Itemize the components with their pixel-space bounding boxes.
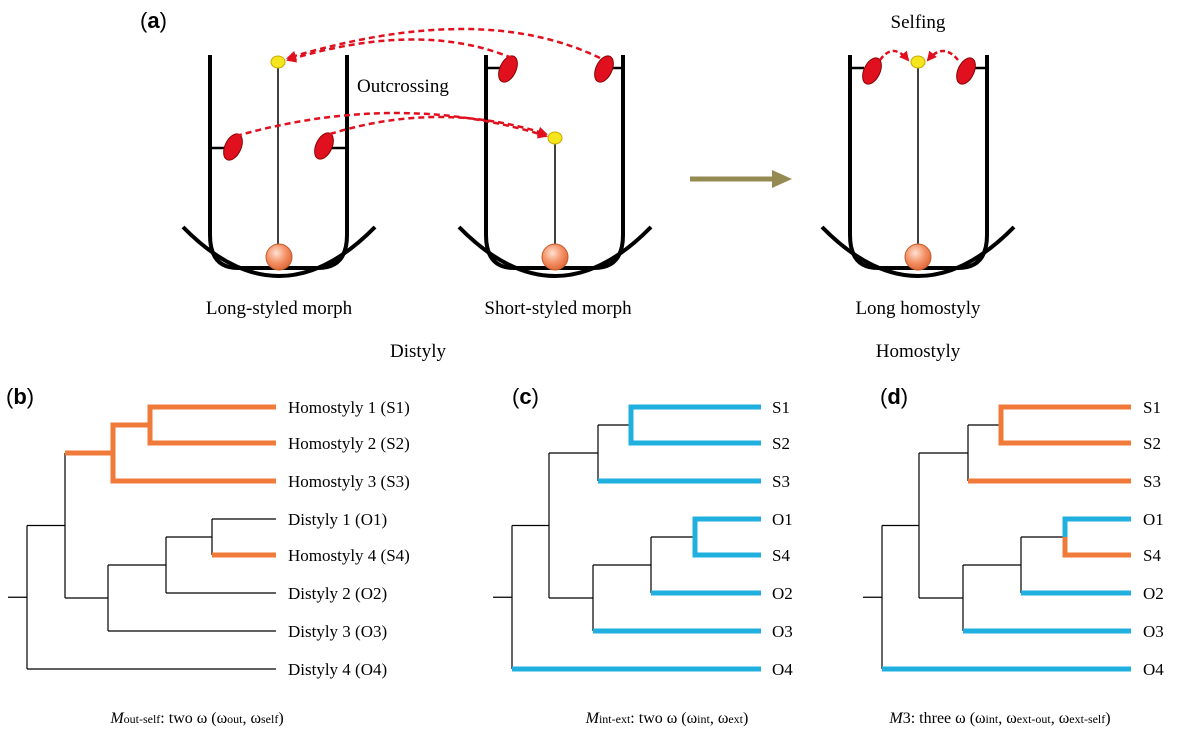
- panel-c-label: (c): [512, 384, 539, 409]
- flower-long-homostyly: [820, 49, 1016, 278]
- leaf-label: S4: [1143, 546, 1161, 565]
- stigma: [547, 131, 563, 145]
- group-label-homostyly: Homostyly: [876, 341, 961, 362]
- morph-label-short-styled: Short-styled morph: [484, 298, 632, 319]
- outcrossing-label: Outcrossing: [357, 76, 449, 97]
- phylogeny-tree-d: [863, 404, 1131, 672]
- panel-d-label: (d): [880, 384, 908, 409]
- flower-short-styled: [457, 55, 653, 278]
- ovary: [541, 243, 569, 271]
- morph-label-long-homostyly: Long homostyly: [855, 298, 981, 319]
- phylogeny-tree-c: [493, 404, 761, 672]
- panel-a: (a): [140, 8, 1016, 362]
- leaf-label: O4: [772, 660, 793, 679]
- calyx: [457, 225, 653, 278]
- anther-left: [862, 57, 882, 85]
- leaf-label: S4: [772, 546, 790, 565]
- leaf-label: Distyly 4 (O4): [288, 660, 387, 679]
- caption-c: Mint-ext: two ω (ωint, ωext): [585, 710, 749, 727]
- caption-b: Mout-self: two ω (ωout, ωself): [109, 710, 283, 727]
- leaf-label: S3: [772, 472, 790, 491]
- pollen-flow-arrow: [286, 38, 513, 63]
- panel-b-label: (b): [6, 384, 34, 409]
- leaf-label: Distyly 1 (O1): [288, 510, 387, 529]
- flower-long-styled: [181, 55, 377, 278]
- leaf-label: S2: [1143, 434, 1161, 453]
- leaf-label: O1: [1143, 510, 1164, 529]
- caption-d: M3: three ω (ωint, ωext-out, ωext-self): [888, 710, 1110, 727]
- anther-right: [314, 132, 334, 160]
- leaf-label: Homostyly 2 (S2): [288, 434, 410, 453]
- anther-right: [956, 57, 976, 85]
- pollen-flow-arrow: [329, 115, 548, 137]
- selfing-arrows: [878, 49, 959, 62]
- phylogeny-tree-b: [8, 404, 276, 670]
- pollen-flow-arrow: [235, 111, 548, 139]
- panel-b: (b) Homostyly 1 (S1) Homostyly 2 (S2) Ho…: [6, 384, 410, 727]
- leaf-label: O4: [1143, 660, 1164, 679]
- leaf-label: O3: [1143, 622, 1164, 641]
- panel-d: (d) S1 S2 S3 O1 S4 O2 O3 O4 M3: three ω …: [863, 384, 1164, 727]
- transition-arrow: [690, 170, 792, 188]
- outcrossing-arrows: [235, 27, 601, 139]
- leaf-label: Distyly 3 (O3): [288, 622, 387, 641]
- leaf-label: S1: [1143, 398, 1161, 417]
- ovary: [904, 243, 932, 271]
- leaf-label: O2: [772, 584, 793, 603]
- stigma: [910, 55, 926, 69]
- leaf-label: O2: [1143, 584, 1164, 603]
- selfing-label: Selfing: [891, 12, 946, 33]
- anther-right: [594, 55, 614, 83]
- panel-c: (c) S1 S2 S3 O1 S4 O2 O3 O4 Mint-ext: tw…: [493, 384, 793, 727]
- calyx: [181, 225, 377, 278]
- stigma: [270, 55, 286, 69]
- pollen-flow-arrow: [286, 27, 601, 61]
- leaf-label: S3: [1143, 472, 1161, 491]
- leaf-label: Homostyly 3 (S3): [288, 472, 410, 491]
- leaf-label: Homostyly 1 (S1): [288, 398, 410, 417]
- leaf-label: Homostyly 4 (S4): [288, 546, 410, 565]
- group-label-distyly: Distyly: [390, 341, 446, 362]
- calyx: [820, 225, 1016, 278]
- ovary: [265, 243, 293, 271]
- morph-label-long-styled: Long-styled morph: [206, 298, 353, 319]
- leaf-label: Distyly 2 (O2): [288, 584, 387, 603]
- leaf-label: S2: [772, 434, 790, 453]
- leaf-label: O1: [772, 510, 793, 529]
- leaf-label: O3: [772, 622, 793, 641]
- anther-left: [498, 55, 518, 83]
- panel-a-label: (a): [140, 8, 167, 33]
- leaf-label: S1: [772, 398, 790, 417]
